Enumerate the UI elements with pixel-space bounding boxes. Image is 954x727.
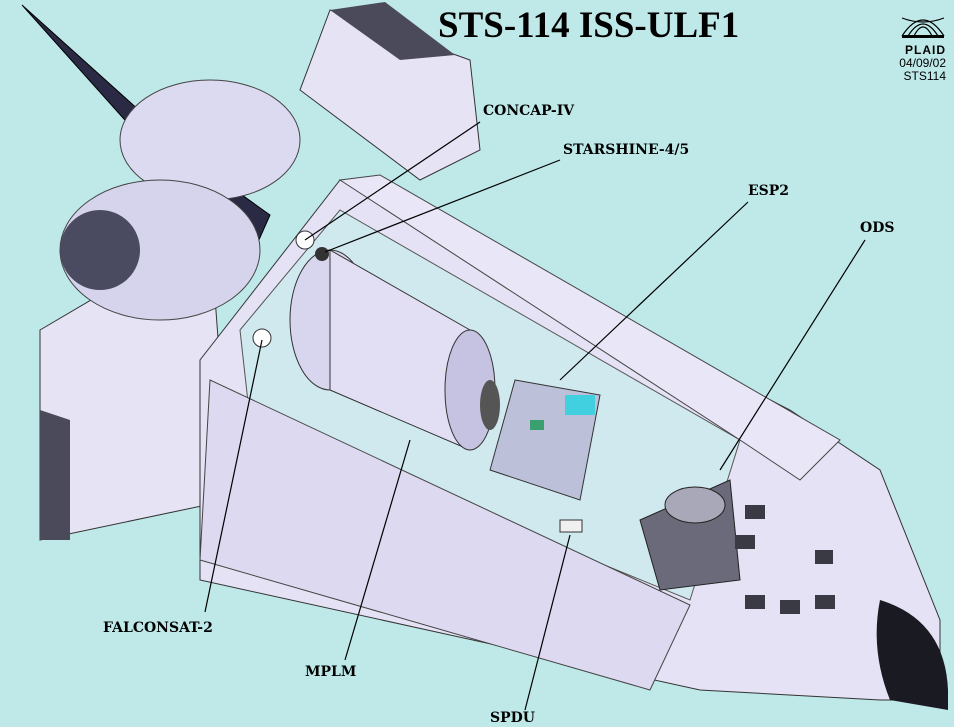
label-mplm: MPLM bbox=[305, 664, 357, 680]
label-concap: CONCAP-IV bbox=[483, 103, 575, 119]
cockpit-windows bbox=[735, 505, 835, 614]
logo-date: 04/09/02 bbox=[899, 56, 946, 70]
engine-nozzle bbox=[60, 210, 140, 290]
right-wing-trailing-edge bbox=[330, 2, 455, 60]
spdu-unit bbox=[559, 519, 583, 533]
label-spdu: SPDU bbox=[490, 710, 535, 726]
left-wing-trailing-edge bbox=[40, 410, 70, 540]
plaid-logo: PLAID 04/09/02 STS114 bbox=[888, 8, 946, 83]
label-starshine: STARSHINE-4/5 bbox=[563, 142, 690, 158]
label-esp2: ESP2 bbox=[748, 183, 790, 199]
label-falconsat: FALCONSAT-2 bbox=[103, 620, 213, 636]
ods-airlock bbox=[639, 479, 741, 591]
page-title: STS-114 ISS-ULF1 bbox=[438, 5, 740, 46]
bay-door-lower bbox=[199, 379, 691, 691]
falconsat-canister bbox=[252, 328, 272, 348]
logo-mission: STS114 bbox=[903, 69, 946, 83]
mplm-module bbox=[289, 249, 500, 451]
bay-door-upper bbox=[338, 174, 841, 481]
nose-cap bbox=[876, 600, 948, 710]
leader-lines bbox=[204, 121, 866, 711]
plaid-arches-icon bbox=[901, 17, 945, 38]
starshine-canister bbox=[315, 247, 329, 261]
label-ods: ODS bbox=[860, 220, 895, 236]
logo-name: PLAID bbox=[905, 43, 946, 57]
esp2-pallet bbox=[489, 379, 601, 501]
